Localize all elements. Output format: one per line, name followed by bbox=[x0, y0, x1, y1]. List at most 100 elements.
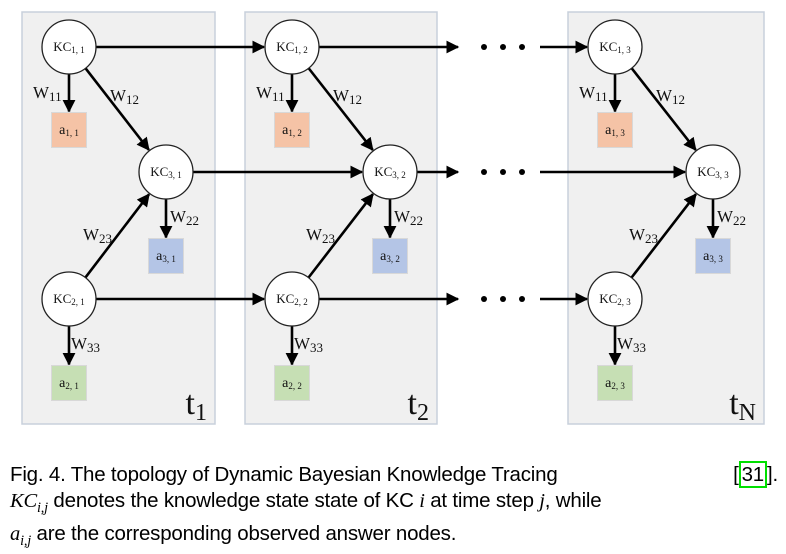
transition-edge-w23-2 bbox=[307, 193, 374, 279]
weight-label-w22: W22 bbox=[394, 207, 423, 228]
answer-node-23: a2, 3 bbox=[597, 365, 633, 401]
weight-label-w33: W33 bbox=[294, 334, 323, 355]
caption-text: at time step bbox=[424, 489, 540, 512]
answer-node-label: a2, 2 bbox=[282, 376, 302, 391]
ellipsis-dot bbox=[500, 169, 506, 175]
kc-node-label: KC2, 2 bbox=[276, 291, 308, 307]
answer-node-label: a3, 1 bbox=[156, 249, 176, 264]
answer-node-label: a3, 2 bbox=[380, 249, 400, 264]
time-slice-panel-3 bbox=[567, 11, 765, 425]
kc-node-22: KC2, 2 bbox=[264, 271, 320, 327]
weight-label-w33: W33 bbox=[71, 334, 100, 355]
weight-label-w12: W12 bbox=[333, 86, 362, 107]
time-step-label-1: t1 bbox=[186, 385, 207, 426]
transition-edge-w12-1 bbox=[84, 67, 150, 151]
ellipsis-dot bbox=[481, 296, 487, 302]
time-slice-panel-2 bbox=[244, 11, 438, 425]
kc-node-12: KC1, 2 bbox=[264, 19, 320, 75]
kc-node-circle bbox=[264, 271, 320, 327]
kc-node-circle bbox=[264, 19, 320, 75]
kc-node-label: KC3, 3 bbox=[697, 164, 729, 180]
answer-node-box bbox=[372, 238, 408, 274]
kc-node-circle bbox=[41, 19, 97, 75]
answer-node-label: a1, 3 bbox=[605, 123, 625, 138]
citation-bracket: [ bbox=[733, 463, 739, 486]
kc-node-23: KC2, 3 bbox=[587, 271, 643, 327]
weight-label-w22: W22 bbox=[170, 207, 199, 228]
math-a: ai,j bbox=[10, 521, 31, 554]
answer-node-box bbox=[51, 365, 87, 401]
weight-label-w11: W11 bbox=[579, 83, 608, 104]
answer-node-31: a3, 1 bbox=[148, 238, 184, 274]
answer-node-label: a1, 1 bbox=[59, 123, 79, 138]
weight-label-w23: W23 bbox=[306, 225, 335, 246]
weight-label-w23: W23 bbox=[83, 225, 112, 246]
ellipsis-dot bbox=[519, 169, 525, 175]
kc-node-label: KC2, 1 bbox=[53, 291, 85, 307]
kc-node-circle bbox=[587, 19, 643, 75]
answer-node-13: a1, 3 bbox=[597, 112, 633, 148]
math-kc: KCi,j bbox=[10, 490, 48, 516]
math-j: j bbox=[539, 490, 545, 512]
kc-node-label: KC3, 2 bbox=[374, 164, 406, 180]
caption-text: Fig. 4. The topology of Dynamic Bayesian… bbox=[10, 463, 564, 486]
weight-label-w11: W11 bbox=[256, 83, 285, 104]
kc-node-31: KC3, 1 bbox=[138, 144, 194, 200]
time-step-label-3: tN bbox=[729, 385, 756, 426]
math-i: i bbox=[419, 490, 425, 512]
kc-node-label: KC1, 2 bbox=[276, 39, 308, 55]
caption-line-3: ai,j are the corresponding observed answ… bbox=[10, 521, 778, 554]
transition-edge-w12-2 bbox=[307, 67, 374, 151]
answer-node-21: a2, 1 bbox=[51, 365, 87, 401]
weight-label-w12: W12 bbox=[110, 86, 139, 107]
answer-node-box bbox=[148, 238, 184, 274]
weight-label-w11: W11 bbox=[33, 83, 62, 104]
weight-label-w22: W22 bbox=[717, 207, 746, 228]
kc-node-label: KC2, 3 bbox=[599, 291, 631, 307]
ellipsis-dot bbox=[481, 169, 487, 175]
math-a-subscript: i,j bbox=[20, 533, 32, 550]
ellipsis-dot bbox=[519, 296, 525, 302]
math-a-symbol: a bbox=[10, 523, 21, 546]
kc-node-circle bbox=[138, 144, 194, 200]
answer-node-box bbox=[274, 112, 310, 148]
caption-text: denotes the knowledge state state of KC bbox=[47, 489, 420, 512]
transition-edge-w23-1 bbox=[84, 193, 151, 279]
kc-node-circle bbox=[587, 271, 643, 327]
time-slice-panel-1 bbox=[21, 11, 216, 425]
answer-node-33: a3, 3 bbox=[695, 238, 731, 274]
kc-node-label: KC1, 3 bbox=[599, 39, 631, 55]
kc-node-13: KC1, 3 bbox=[587, 19, 643, 75]
time-step-label-2: t2 bbox=[408, 385, 429, 426]
citation[interactable]: [31]. bbox=[733, 461, 778, 488]
answer-node-box bbox=[274, 365, 310, 401]
kc-node-32: KC3, 2 bbox=[362, 144, 418, 200]
dbkt-topology-diagram: KC1, 1 KC3, 1 KC2, 1 KC1, 2 KC3, 2 KC2, 2 KC1,… bbox=[21, 11, 765, 426]
ellipsis-dot bbox=[519, 44, 525, 50]
ellipsis-dot bbox=[500, 296, 506, 302]
answer-node-label: a2, 3 bbox=[605, 376, 625, 391]
kc-node-circle bbox=[685, 144, 741, 200]
caption-text: , while bbox=[544, 489, 602, 512]
answer-node-label: a1, 2 bbox=[282, 123, 302, 138]
answer-node-box bbox=[597, 112, 633, 148]
kc-node-33: KC3, 3 bbox=[685, 144, 741, 200]
kc-node-21: KC2, 1 bbox=[41, 271, 97, 327]
caption-line-2: KCi,j denotes the knowledge state state … bbox=[10, 488, 778, 521]
ellipsis-dot bbox=[481, 44, 487, 50]
kc-node-label: KC1, 1 bbox=[53, 39, 85, 55]
transition-edge-w23-3 bbox=[630, 193, 697, 279]
answer-node-12: a1, 2 bbox=[274, 112, 310, 148]
answer-node-label: a3, 3 bbox=[703, 249, 723, 264]
citation-bracket-close: ]. bbox=[767, 463, 778, 486]
answer-node-11: a1, 1 bbox=[51, 112, 87, 148]
answer-node-box bbox=[597, 365, 633, 401]
ellipsis-dot bbox=[500, 44, 506, 50]
figure-caption: Fig. 4. The topology of Dynamic Bayesian… bbox=[10, 461, 778, 554]
kc-node-label: KC3, 1 bbox=[150, 164, 182, 180]
kc-node-circle bbox=[362, 144, 418, 200]
citation-link[interactable]: 31 bbox=[738, 461, 767, 488]
answer-node-box bbox=[51, 112, 87, 148]
answer-node-label: a2, 1 bbox=[59, 376, 79, 391]
math-kc-subscript: i,j bbox=[36, 500, 48, 517]
